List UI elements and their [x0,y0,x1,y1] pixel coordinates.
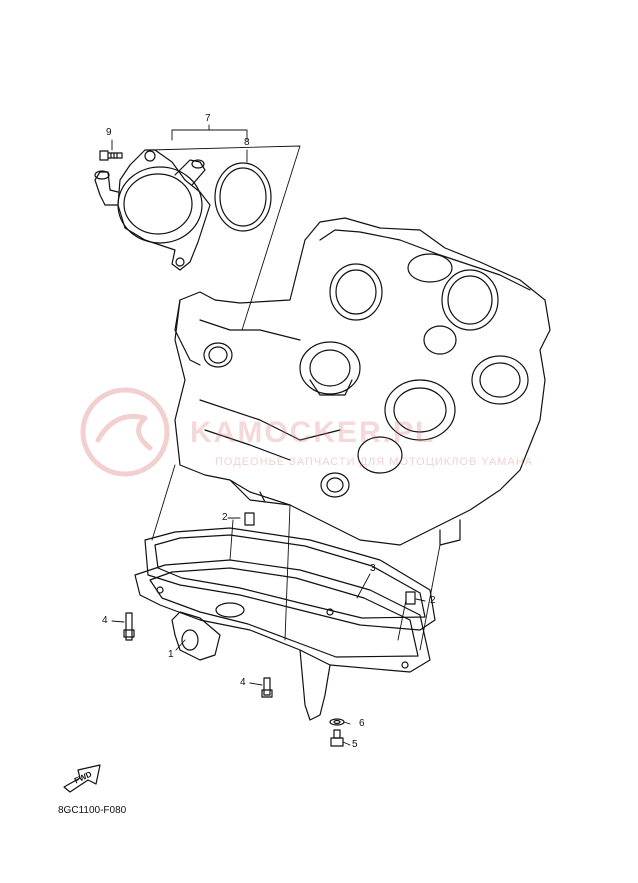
callout-7: 7 [205,113,211,124]
oil-pan-gasket [144,527,436,631]
callout-8: 8 [244,137,250,148]
diagram-code: 8GC1100-F080 [58,805,127,816]
callout-leaders-top [111,124,301,331]
o-ring [214,162,272,232]
bolt-9 [99,150,123,161]
callout-9: 9 [106,127,112,138]
drain-bolt-and-washer [329,718,345,747]
watermark-subtext: ПОДЕОНЬЕ ЗАПЧАСТИ ДЛЯ МОТОЦИКЛОВ YAMAHA [215,456,533,468]
callout-1: 1 [168,649,174,660]
callout-leaders-middle [151,464,441,651]
callout-leaders-bottom [111,517,426,746]
callout-6: 6 [359,718,365,729]
callout-4-bottom: 4 [240,677,246,688]
callout-4-left: 4 [102,615,108,626]
oil-cooler [94,149,211,271]
crankcase [174,217,551,546]
fwd-arrow-icon [63,764,101,793]
callout-5: 5 [352,739,358,750]
dowel-pins [244,512,416,605]
callout-2-right: 2 [430,595,436,606]
oil-pan [134,559,431,721]
watermark-logo [80,387,170,477]
watermark-text: KAMOCKER.PL [190,416,436,449]
callout-3: 3 [370,563,376,574]
callout-2-top: 2 [222,512,228,523]
bolts-4 [123,612,273,698]
